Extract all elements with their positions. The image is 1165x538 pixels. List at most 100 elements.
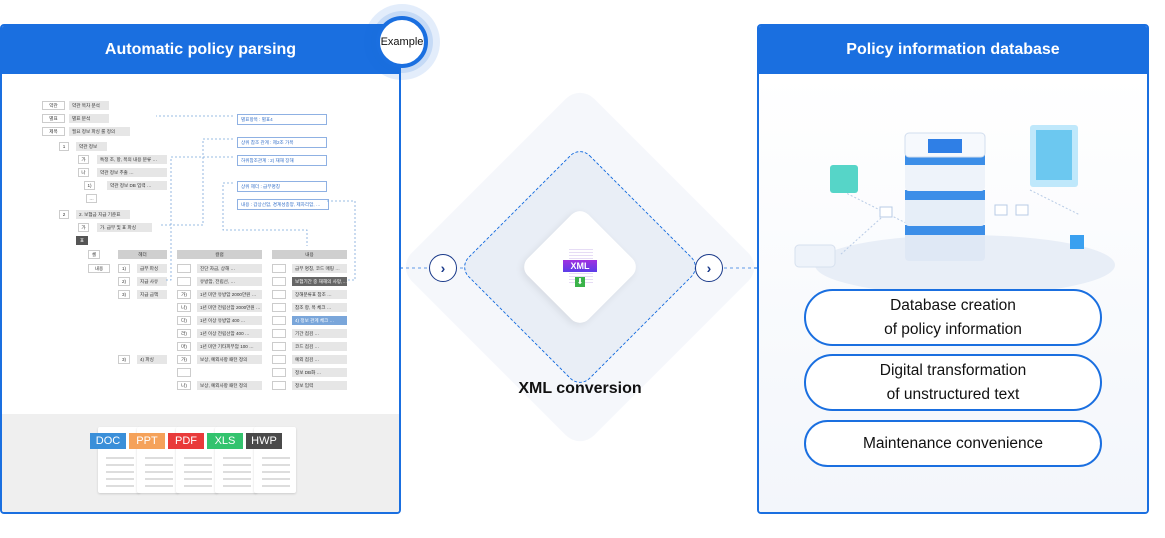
- tree-cell: 다): [177, 315, 191, 325]
- tree-cell: [272, 302, 286, 312]
- tree-cell: 특정 조, 항, 목의 내용 분류 …: [97, 154, 167, 164]
- tree-cell: 정보 DB화 …: [292, 368, 347, 378]
- tree-value: 약관 목차 분석: [69, 100, 109, 110]
- tree-cell: 장해분류표 참조 …: [292, 289, 347, 299]
- tree-cell: 1: [59, 141, 69, 151]
- tree-cell: 유방암, 전립선, …: [197, 276, 262, 286]
- tree-value: 별표 분석: [69, 113, 109, 123]
- tree-cell: 1): [84, 180, 95, 190]
- chevron-right-icon: ›: [695, 254, 723, 282]
- chevron-right-icon: ›: [429, 254, 457, 282]
- panel-title: Automatic policy parsing: [2, 26, 399, 74]
- tree-cell: 보상, 예외사항 패턴 정의: [197, 381, 262, 391]
- tree-cell: [272, 355, 286, 365]
- tree-cell: 기간 점검 …: [292, 329, 347, 338]
- feature-line: of unstructured text: [886, 385, 1020, 403]
- tree-label: 별표: [42, 113, 65, 123]
- tree-cell: 2): [118, 276, 130, 286]
- xml-icon-label: XML: [563, 260, 597, 272]
- xml-file-icon: XML ⬇: [561, 249, 599, 287]
- tree-cell: 가): [177, 289, 191, 299]
- tree-cell: [272, 368, 286, 378]
- column-header: 내용: [272, 249, 347, 259]
- tree-label: 약관: [42, 100, 65, 110]
- tree-cell: 지급 사유: [137, 276, 167, 286]
- tree-cell: 3): [118, 355, 130, 365]
- tree-cell: [272, 289, 286, 299]
- panel-title: Policy information database: [759, 26, 1147, 74]
- tree-cell: 2: [59, 209, 69, 219]
- tree-cell: [177, 276, 191, 286]
- annotation-box: 상위 참조 관계 : 제2조 가목: [237, 136, 327, 148]
- tree-cell: 2. 보험금 지급 기준표: [76, 209, 130, 219]
- tree-label: 제목: [42, 126, 65, 136]
- feature-line: Database creation: [890, 296, 1016, 314]
- tree-cell: [177, 263, 191, 273]
- tree-cell: 가: [78, 154, 89, 164]
- tree-cell: 약관 정보 DB 입력 …: [107, 180, 167, 190]
- column-header: 헤더: [118, 249, 167, 259]
- database-server-illustration: [794, 125, 1115, 295]
- annotation-box: 내용 : 갑상선암, 경계성종양, 제자리암, …: [237, 198, 329, 210]
- tree-cell: 급부 명칭, 코드 매핑 …: [292, 263, 347, 273]
- column-header: 컬럼: [177, 249, 262, 259]
- tree-cell: 4) 정보 관계 체크 …: [292, 315, 347, 325]
- tree-cell: 예외 점검 …: [292, 355, 347, 365]
- feature-line: Maintenance convenience: [862, 434, 1044, 452]
- tree-cell: 1년 이상 전립선암 400 …: [197, 329, 262, 338]
- feature-line: of policy information: [884, 320, 1022, 338]
- tree-cell: 약관 정보 추출 …: [97, 167, 167, 177]
- tree-cell: 마): [177, 342, 191, 352]
- tree-cell: 보험기간 중 재해의 사망,…: [292, 276, 347, 286]
- tree-cell: 1): [118, 263, 130, 273]
- tree-cell: 나): [177, 381, 191, 391]
- tree-cell: 진단 자금, 상해 …: [197, 263, 262, 273]
- tree-cell: 나): [177, 302, 191, 312]
- tree-value: 필요 정보 파싱 룰 정의: [69, 126, 130, 136]
- tree-cell: 가. 급부 및 표 파싱: [97, 222, 152, 232]
- tree-cell: 급부 파싱: [137, 263, 167, 273]
- feature-line: Digital transformation: [879, 361, 1027, 379]
- tree-cell: [272, 315, 286, 325]
- tree-cell: 참조 항, 목 체크 …: [292, 302, 347, 312]
- tree-cell: 셀: [88, 249, 100, 259]
- example-badge: Example: [364, 4, 440, 80]
- tree-cell: …: [86, 193, 97, 203]
- tree-cell: 보상, 예외사항 패턴 정의: [197, 355, 262, 365]
- table-node: 표: [76, 235, 88, 245]
- tree-cell: 정보 입력: [292, 381, 347, 391]
- annotation-box: 하위참조관계 : 2) 재해 장해: [237, 154, 327, 166]
- feature-maintenance-convenience: Maintenance convenience: [804, 420, 1102, 467]
- tree-cell: 약관 정보: [76, 141, 107, 151]
- tree-cell: 1년 미만 전립선암 2000만원 …: [197, 302, 262, 312]
- annotation-box: 별표항목 : 별표4: [237, 113, 327, 125]
- example-label: Example: [376, 16, 428, 68]
- file-type-label: PDF: [168, 433, 204, 449]
- tree-cell: 1년 미만 유방암 2000만원 …: [197, 289, 262, 299]
- file-type-label: XLS: [207, 433, 243, 449]
- feature-database-creation: Database creation of policy information: [804, 289, 1102, 346]
- tree-cell: 1년 이상 유방암 400 …: [197, 315, 262, 325]
- tree-cell: 내용: [88, 263, 110, 273]
- tree-cell: 라): [177, 329, 191, 338]
- reference-connectors: [156, 115, 356, 281]
- annotation-box: 상위 헤더 : 급부명칭: [237, 180, 327, 192]
- file-type-label: HWP: [246, 433, 282, 449]
- file-hwp-icon: HWP: [246, 427, 296, 493]
- tree-cell: 나: [78, 167, 89, 177]
- file-type-label: PPT: [129, 433, 165, 449]
- tree-cell: 가): [177, 355, 191, 365]
- feature-digital-transformation: Digital transformation of unstructured te…: [804, 354, 1102, 411]
- tree-cell: [272, 276, 286, 286]
- tree-cell: 코드 점검 …: [292, 342, 347, 352]
- tree-cell: 가: [78, 222, 89, 232]
- xml-conversion-label: XML conversion: [518, 380, 642, 397]
- download-icon: ⬇: [575, 277, 585, 287]
- tree-cell: 3): [118, 289, 130, 299]
- file-type-label: DOC: [90, 433, 126, 449]
- tree-cell: [272, 381, 286, 391]
- tree-cell: [177, 368, 191, 378]
- tree-cell: 1년 미만 기타피부암 100 …: [197, 342, 262, 352]
- tree-cell: 4) 파싱: [137, 355, 167, 365]
